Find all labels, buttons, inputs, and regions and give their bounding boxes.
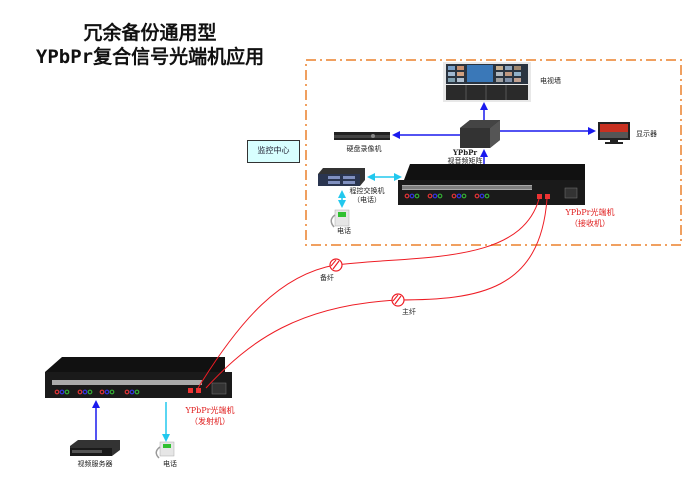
control-center-label: 监控中心 — [247, 140, 300, 163]
phone-bottom-label: 电话 — [163, 460, 177, 468]
video-server-device — [70, 440, 120, 456]
pbx-label-line2: （电话） — [353, 196, 381, 204]
pbx-device — [318, 168, 365, 186]
dvr-label: 硬盘录像机 — [346, 145, 382, 153]
control-center-zone — [305, 59, 682, 246]
diagram-title-line1: 冗余备份通用型 — [83, 22, 217, 44]
tv-wall — [443, 62, 531, 102]
phone-top — [330, 209, 350, 228]
main-fiber-icon — [391, 293, 405, 307]
pbx-label-line1: 程控交换机 — [349, 187, 385, 195]
transmitter-device — [45, 357, 232, 398]
phone-top-label: 电话 — [337, 227, 351, 235]
matrix-label-line2: 视音频矩阵 — [447, 157, 483, 165]
receiver-label-line1: YPbPr光端机 — [565, 208, 615, 217]
backup-fiber — [197, 198, 540, 389]
dvr-device — [334, 132, 390, 140]
backup-fiber-label: 备纤 — [320, 274, 334, 282]
display-label: 显示器 — [636, 130, 657, 138]
display-device — [598, 122, 630, 144]
video-server-label: 视频服务器 — [77, 460, 113, 468]
receiver-label-line2: （接收机） — [570, 219, 610, 228]
transmitter-label-line1: YPbPr光端机 — [185, 406, 235, 415]
backup-fiber-icon — [329, 258, 343, 272]
tv-wall-label: 电视墙 — [540, 77, 561, 85]
transmitter-label-line2: （发射机） — [190, 417, 230, 426]
matrix-label-line1: YPbPr — [452, 148, 478, 157]
phone-bottom — [155, 441, 175, 459]
receiver-device — [398, 164, 585, 205]
main-fiber — [205, 198, 548, 389]
matrix-device — [460, 120, 500, 148]
diagram-title-line2: YPbPr复合信号光端机应用 — [35, 46, 265, 68]
main-fiber-label: 主纤 — [402, 308, 416, 316]
